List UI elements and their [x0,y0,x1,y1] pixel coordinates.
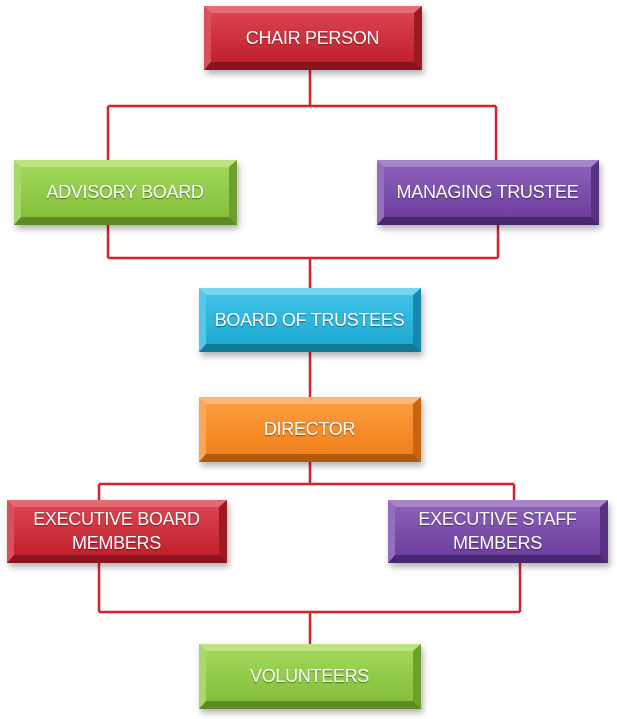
connector-director-to-executives [97,462,516,500]
node-board-of-trustees: BOARD OF TRUSTEES [199,288,421,352]
node-board-of-trustees-label: BOARD OF TRUSTEES [214,309,405,330]
connector-executives-to-volunteers [97,563,522,644]
node-chair-person: CHAIR PERSON [204,6,422,70]
node-director: DIRECTOR [199,397,421,462]
connector-chair-to-advisory-managing [106,70,498,160]
node-advisory-board-label: ADVISORY BOARD [46,182,204,202]
node-volunteers-label: VOLUNTEERS [249,666,370,686]
connector-second-level-to-board [106,225,500,288]
node-executive-board-members: EXECUTIVE BOARD MEMBERS [7,500,227,563]
node-executive-staff-members-label: EXECUTIVE STAFF MEMBERS [418,509,577,553]
node-managing-trustee: MANAGING TRUSTEE [377,160,599,225]
node-advisory-board: ADVISORY BOARD [14,160,237,225]
node-volunteers: VOLUNTEERS [199,644,421,709]
node-chair-person-label: CHAIR PERSON [245,27,380,48]
node-managing-trustee-label: MANAGING TRUSTEE [396,182,579,202]
node-director-label: DIRECTOR [263,419,356,439]
node-executive-board-members-label: EXECUTIVE BOARD MEMBERS [33,509,200,553]
node-executive-staff-members: EXECUTIVE STAFF MEMBERS [388,500,608,563]
